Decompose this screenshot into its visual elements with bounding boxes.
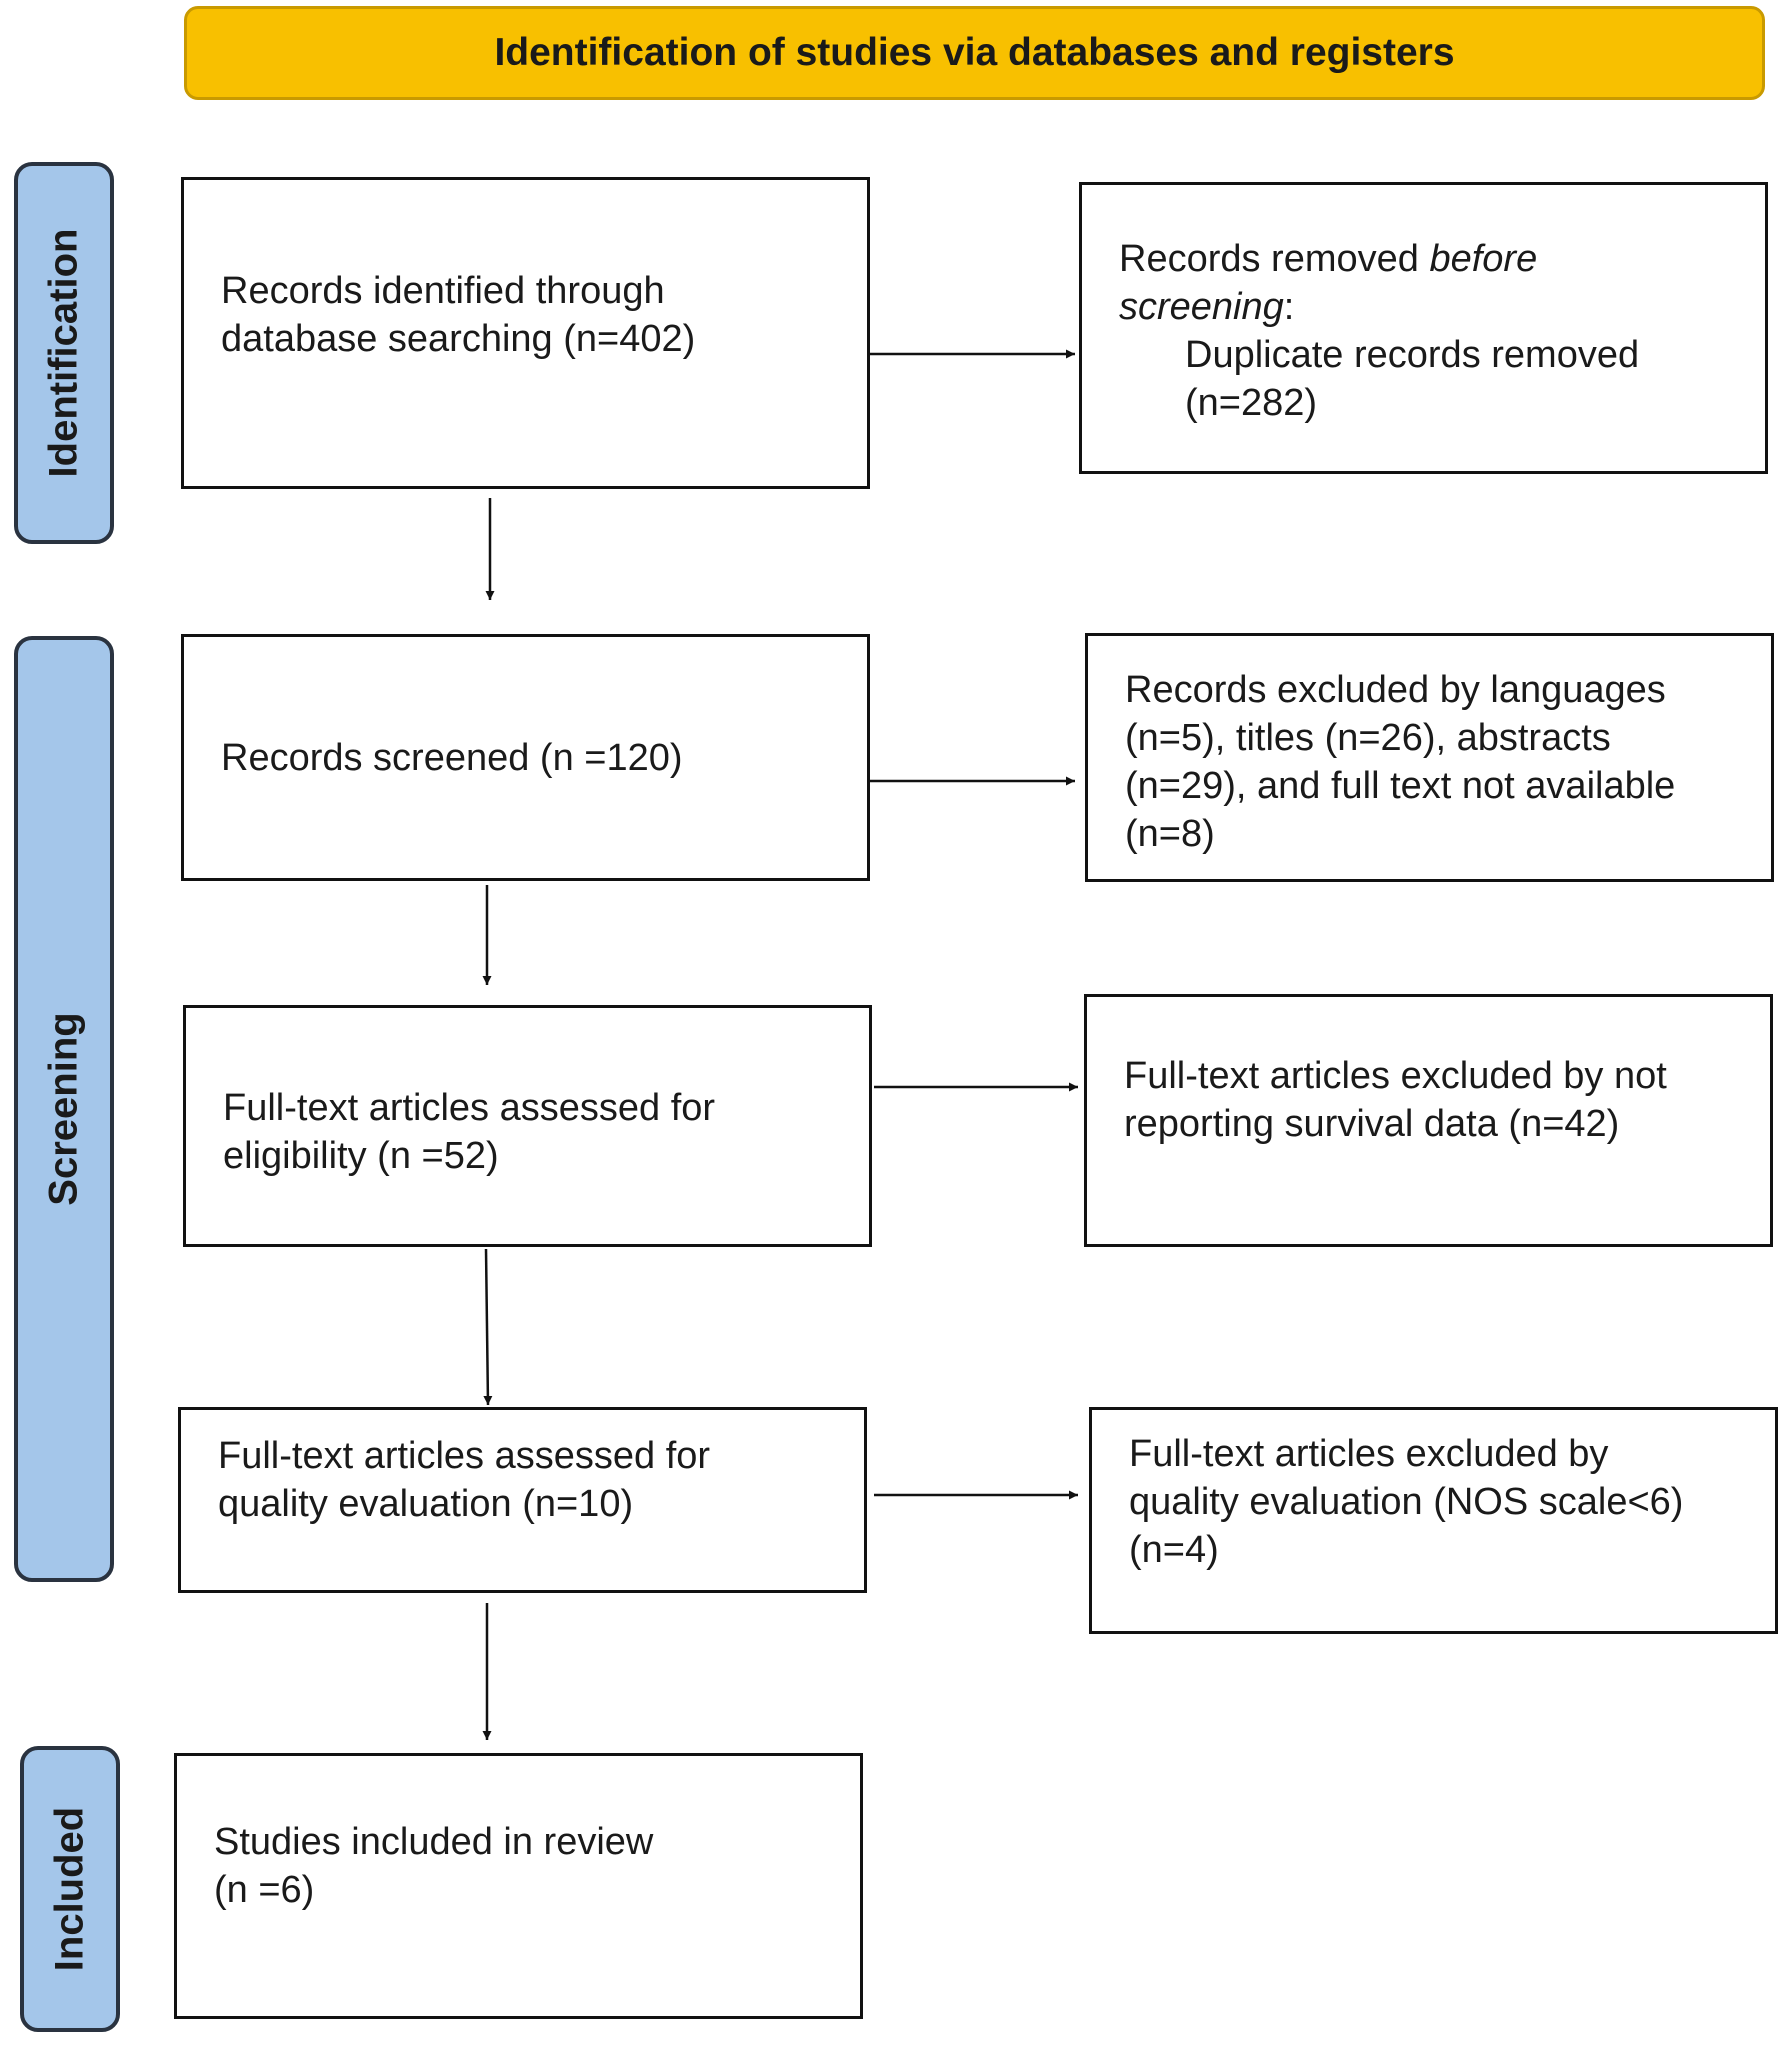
flow-title-banner: Identification of studies via databases … <box>184 6 1765 100</box>
records-removed-line1: Records removed before <box>1119 238 1538 280</box>
fulltext-excluded-survival-line2: reporting survival data (n=42) <box>1124 1103 1620 1145</box>
records-excluded-line2: (n=5), titles (n=26), abstracts <box>1125 717 1611 759</box>
fulltext-excluded-quality-line2: quality evaluation (NOS scale<6) <box>1129 1481 1684 1523</box>
records-identified-line1: Records identified through <box>221 270 665 312</box>
fulltext-excluded-quality-line1: Full-text articles excluded by <box>1129 1433 1609 1475</box>
fulltext-eligibility-line2: eligibility (n =52) <box>223 1135 499 1177</box>
fulltext-excluded-quality-box: Full-text articles excluded by quality e… <box>1089 1407 1778 1634</box>
records-screened-line1: Records screened (n =120) <box>221 737 683 779</box>
records-removed-line4: (n=282) <box>1185 382 1318 424</box>
fulltext-quality-line2: quality evaluation (n=10) <box>218 1483 634 1525</box>
flow-title: Identification of studies via databases … <box>494 31 1455 74</box>
records-removed-box: Records removed before screening: Duplic… <box>1079 182 1768 474</box>
fulltext-excluded-survival-line1: Full-text articles excluded by not <box>1124 1055 1667 1097</box>
fulltext-excluded-survival-box: Full-text articles excluded by not repor… <box>1084 994 1773 1247</box>
records-removed-line2: screening: <box>1119 286 1295 328</box>
records-identified-box: Records identified through database sear… <box>181 177 870 489</box>
records-removed-line3: Duplicate records removed <box>1185 334 1640 376</box>
fulltext-eligibility-box: Full-text articles assessed for eligibil… <box>183 1005 872 1247</box>
records-excluded-line4: (n=8) <box>1125 813 1215 855</box>
arrow-eligibility-to-quality <box>483 1248 493 1406</box>
studies-included-line2: (n =6) <box>214 1869 315 1911</box>
records-identified-line2: database searching (n=402) <box>221 318 696 360</box>
fulltext-eligibility-line1: Full-text articles assessed for <box>223 1087 716 1129</box>
stage-identification: Identification <box>14 162 114 544</box>
stage-screening: Screening <box>14 636 114 1582</box>
stage-included: Included <box>20 1746 120 2032</box>
fulltext-excluded-quality-line3: (n=4) <box>1129 1529 1219 1571</box>
studies-included-box: Studies included in review (n =6) <box>174 1753 863 2019</box>
studies-included-line1: Studies included in review <box>214 1821 654 1863</box>
records-screened-box: Records screened (n =120) <box>181 634 870 881</box>
fulltext-quality-box: Full-text articles assessed for quality … <box>178 1407 867 1593</box>
records-excluded-line1: Records excluded by languages <box>1125 669 1666 711</box>
records-excluded-box: Records excluded by languages (n=5), tit… <box>1085 633 1774 882</box>
fulltext-quality-line1: Full-text articles assessed for <box>218 1435 711 1477</box>
records-excluded-line3: (n=29), and full text not available <box>1125 765 1676 807</box>
